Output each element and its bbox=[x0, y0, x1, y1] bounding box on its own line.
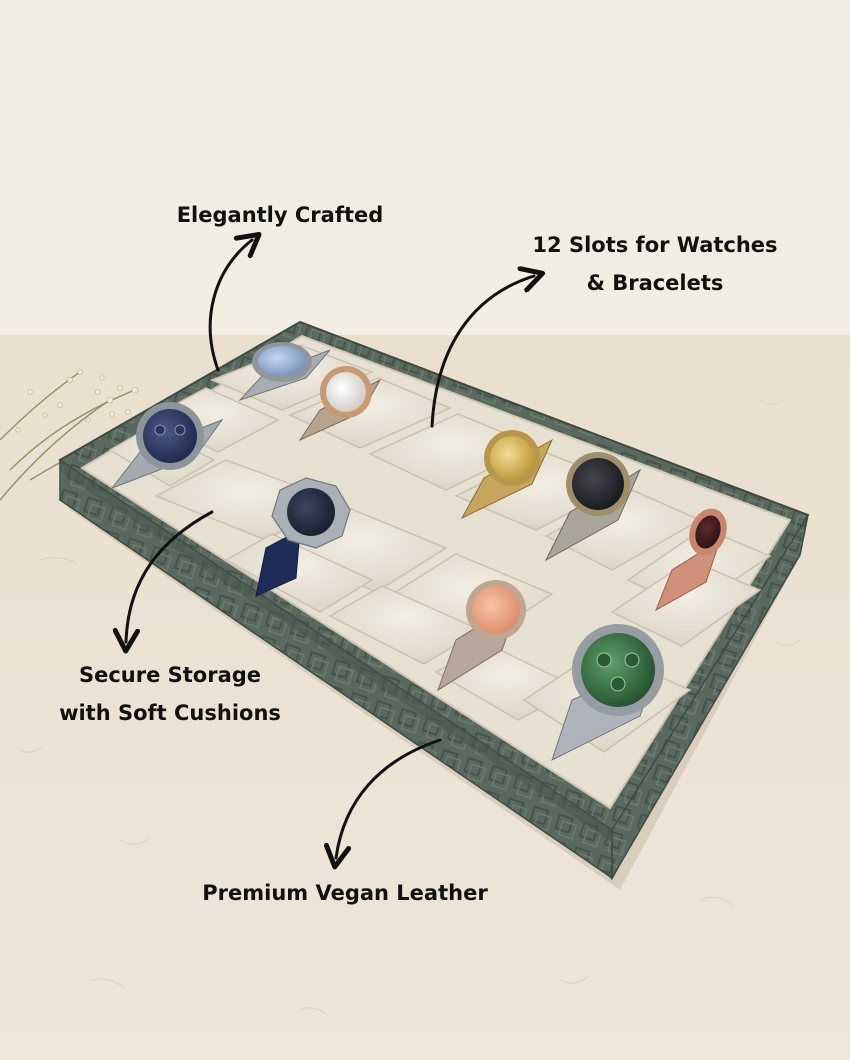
paper-fibers bbox=[19, 399, 801, 1015]
watch-rosegold-bracelet bbox=[655, 508, 727, 612]
callout-elegantly-crafted-text: Elegantly Crafted bbox=[176, 203, 384, 227]
wall-background bbox=[0, 0, 850, 335]
callout-vegan-leather: Premium Vegan Leather bbox=[160, 874, 530, 912]
watch-peach-twotone bbox=[437, 580, 526, 692]
callout-slots-line2: & Bracelets bbox=[586, 271, 724, 295]
watch-silver-blue-chrono bbox=[110, 402, 224, 490]
arrow-vegan-leather bbox=[336, 738, 442, 858]
callout-secure-storage: Secure Storage with Soft Cushions bbox=[30, 656, 310, 732]
callout-vegan-leather-text: Premium Vegan Leather bbox=[202, 881, 488, 905]
watch-black-twotone bbox=[544, 452, 642, 562]
watch-green-chrono bbox=[551, 624, 664, 761]
callout-storage-line2: with Soft Cushions bbox=[59, 701, 281, 725]
callout-slots-line1: 12 Slots for Watches bbox=[532, 233, 778, 257]
watch-gold-glitter bbox=[460, 430, 554, 520]
watch-silver-lightblue bbox=[238, 342, 331, 402]
arrow-secure-storage bbox=[126, 510, 214, 642]
callout-elegantly-crafted: Elegantly Crafted bbox=[160, 196, 400, 234]
watch-rosegold-white bbox=[298, 366, 382, 442]
watch-navy-octagon-strap bbox=[255, 477, 351, 597]
arrow-elegantly-crafted bbox=[208, 240, 252, 372]
callout-storage-line1: Secure Storage bbox=[78, 663, 262, 687]
callout-slots: 12 Slots for Watches & Bracelets bbox=[500, 226, 810, 302]
arrow-slots bbox=[430, 276, 534, 428]
